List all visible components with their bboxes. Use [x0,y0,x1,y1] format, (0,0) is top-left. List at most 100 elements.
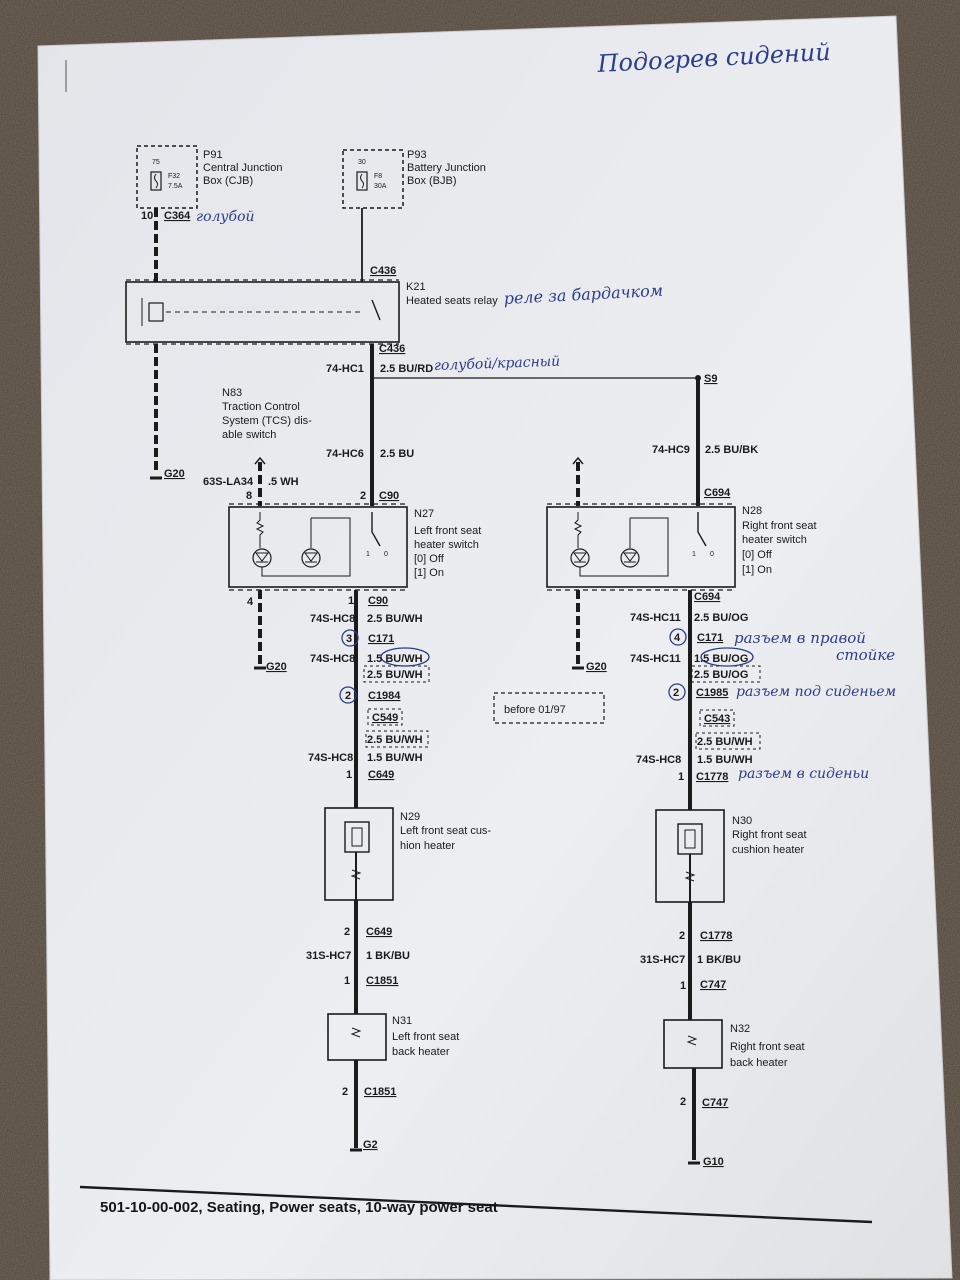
paper-sheet [37,15,953,1280]
p93-pin: 30 [358,159,366,166]
right-stub-arrow [572,456,584,465]
n29-element-inner [351,827,363,847]
n30-id: N30 [732,815,752,827]
before-note: before 01/97 [504,704,566,716]
connector-c1851-top: C1851 [366,975,398,987]
wire-74s-hc11-circuit-1: 74S-HC11 [630,612,681,624]
n28-line3: [0] Off [742,549,773,561]
n28-resistor [573,512,583,548]
n29-id: N29 [400,811,420,823]
note-under-seat: разъем под сиденьем [736,684,896,700]
p93-id: P93 [407,149,427,161]
wire-63s-la34-spec: .5 WH [268,476,299,488]
n28-internal-wiring [629,517,669,570]
wire-74-hc9-spec: 2.5 BU/BK [705,444,758,456]
n27-resistor [255,512,265,548]
ground-g10: G10 [703,1156,724,1168]
wire-31s-hc7-circuit-right: 31S-HC7 [640,954,685,966]
wire-74s-hc8-spec-1: 2.5 BU/WH [367,613,423,625]
n28-lamp-2 [620,548,640,568]
n28-switch-blade [697,512,707,547]
wire-74s-hc11-spec-2: 1.5 BU/OG [694,653,748,665]
n27-switch-blade [371,512,381,547]
wire-74s-hc8-circuit-1: 74S-HC8 [310,613,355,625]
connector-c171-right: C171 [697,632,723,644]
pin-4-c171: 4 [674,632,681,644]
n28-line2: heater switch [742,534,807,546]
pin-1-n27: 1 [348,595,354,607]
connector-c1984: C1984 [368,690,401,702]
wire-74-hc9-circuit: 74-HC9 [652,444,690,456]
note-right-pillar-1: разъем в правой [734,629,866,647]
p93-fuse-box [342,149,404,209]
ground-g2: G2 [363,1139,378,1151]
p91-fuse-element [154,173,158,189]
n28-position-1: 1 [692,551,696,558]
pin-2-c1851: 2 [342,1086,348,1098]
n27-position-1: 1 [366,551,370,558]
pin-1-c1778: 1 [678,771,684,783]
splice-dot-s9 [695,375,701,381]
pin-10: 10 [141,210,153,222]
wire-74s-hc8-spec-right: 1.5 BU/WH [697,754,753,766]
n83-line3: able switch [222,429,276,441]
pen-circle-pin-3 [341,629,359,647]
connector-c649-bottom: C649 [366,926,392,938]
note-blue-red: голубой/красный [434,354,561,374]
connector-s9: S9 [704,373,717,385]
wire-74s-hc11-spec-1: 2.5 BU/OG [694,612,748,624]
connector-c1778-bottom: C1778 [700,930,732,942]
wire-31s-hc7-spec-right: 1 BK/BU [697,954,741,966]
alt-box-left-2 [365,730,429,748]
connector-c90-top: C90 [379,490,399,502]
footer-rule [79,1185,873,1224]
connector-c1985: C1985 [696,687,728,699]
wire-74s-hc8-spec-3: 1.5 BU/WH [367,752,423,764]
wire-74s-hc8-alt-3: 2.5 BU/WH [367,734,423,746]
p91-line1: Central Junction [203,162,283,174]
p93-rating: 30A [374,183,387,190]
n27-line3: [0] Off [414,553,445,565]
n28-diode-1 [573,552,587,563]
n83-line1: Traction Control [222,401,300,413]
pin-2-c1984: 2 [345,690,351,702]
wire-74s-hc8-circuit-2: 74S-HC8 [310,653,355,665]
n28-switch-box [546,506,736,588]
n28-position-0: 0 [710,551,714,558]
n83-id: N83 [222,387,242,399]
connector-c543: C543 [704,713,730,725]
p93-line2: Box (BJB) [407,175,457,187]
wire-74s-hc8-circuit-3: 74S-HC8 [308,752,353,764]
ground-g20-right: G20 [586,661,607,673]
pin-2-c1985: 2 [673,687,679,699]
pin-1-c649: 1 [346,769,352,781]
connector-c90-bottom: C90 [368,595,388,607]
pen-circle-bu-og [700,647,754,667]
wire-74-hc1-circuit: 74-HC1 [326,363,364,375]
wire-74s-hc8-spec-2: 1.5 BU/WH [367,653,423,665]
n83-line2: System (TCS) dis- [222,415,312,427]
connector-c436-top: C436 [370,265,396,277]
n32-line2: back heater [730,1057,788,1069]
n27-lamp-return [261,560,351,577]
wire-74s-hc11-alt-2: 2.5 BU/OG [694,669,748,681]
pin-2-n27: 2 [360,490,366,502]
n27-diode-1 [255,552,269,563]
connector-c747-bottom: C747 [702,1097,728,1109]
wire-31s-hc7-spec-left: 1 BK/BU [366,950,410,962]
wire-74-hc6-spec: 2.5 BU [380,448,414,460]
c549-box [367,708,403,726]
p93-fuse-element [360,173,364,189]
connector-c649-top: C649 [368,769,394,781]
p91-line2: Box (CJB) [203,175,253,187]
k21-id: K21 [406,281,426,293]
n28-lamp-return [579,560,669,577]
n27-line1: Left front seat [414,525,481,537]
p91-id: P91 [203,149,223,161]
n29-thermostat [350,869,362,880]
wire-74s-hc8-circuit-right: 74S-HC8 [636,754,681,766]
connector-c1851-bottom: C1851 [364,1086,396,1098]
pin-1-c747: 1 [680,980,686,992]
p91-rating: 7.5A [168,183,183,190]
note-in-seat: разъем в сиденьи [738,766,869,782]
